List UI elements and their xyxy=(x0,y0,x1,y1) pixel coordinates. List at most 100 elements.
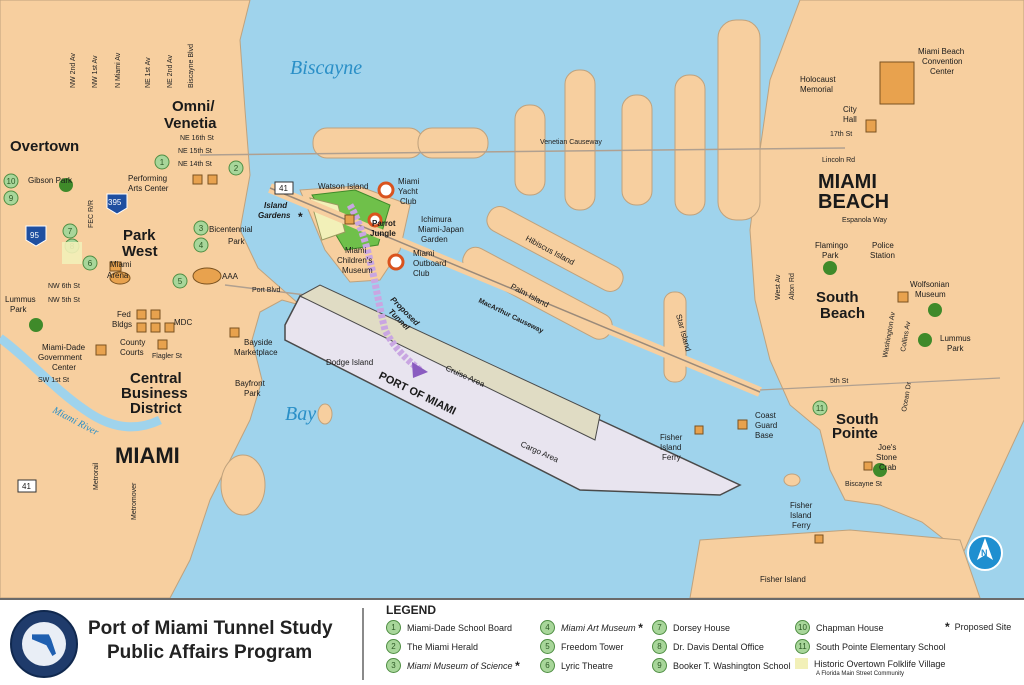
place-watson: Watson Island xyxy=(318,182,368,191)
svg-text:4: 4 xyxy=(199,241,204,250)
place-childrens-3: Museum xyxy=(342,266,373,275)
place-bicentennial-1: Bicentennial xyxy=(209,225,253,234)
place-flamingo-1: Flamingo xyxy=(815,241,848,250)
svg-text:11: 11 xyxy=(816,404,825,413)
place-city-hall-2: Hall xyxy=(843,115,857,124)
miami-arena-shape xyxy=(109,271,131,285)
place-lummus-w-2: Park xyxy=(10,305,27,314)
place-arena-2: Arena xyxy=(107,271,129,280)
street-ne2: NE 2nd Av xyxy=(167,55,174,88)
street-ne16: NE 16th St xyxy=(180,135,214,142)
place-performing-1: Performing xyxy=(128,174,167,183)
place-wolfsonian-2: Museum xyxy=(915,290,946,299)
street-venetian: Venetian Causeway xyxy=(540,139,602,146)
place-mdgc-3: Center xyxy=(52,363,76,372)
marker-7[interactable]: 7 xyxy=(62,223,78,239)
svg-text:1: 1 xyxy=(160,158,165,167)
place-outboard-2: Outboard xyxy=(413,259,446,268)
outboard-club-icon xyxy=(387,253,405,271)
street-metromover: Metromover xyxy=(131,482,138,520)
place-mdc: MDC xyxy=(174,318,192,327)
place-lummus-w-1: Lummus xyxy=(5,295,36,304)
place-parrot-2: Jungle xyxy=(370,229,396,238)
marker-11[interactable]: 11 xyxy=(812,400,828,416)
place-mdgc-1: Miami-Dade xyxy=(42,343,86,352)
street-alton: Alton Rd xyxy=(789,273,796,300)
place-dodge: Dodge Island xyxy=(326,358,373,367)
place-wolfsonian-1: Wolfsonian xyxy=(910,280,949,289)
svg-text:7: 7 xyxy=(68,227,73,236)
svg-text:6: 6 xyxy=(88,259,93,268)
street-5th: 5th St xyxy=(830,378,848,385)
marker-1[interactable]: 1 xyxy=(154,154,170,170)
street-biscayne-blvd: Biscayne Blvd xyxy=(188,44,195,88)
street-lincoln: Lincoln Rd xyxy=(822,157,855,164)
place-bayside-2: Marketplace xyxy=(234,348,278,357)
port-of-miami-map: Miami River xyxy=(0,0,1024,598)
place-yacht-2: Yacht xyxy=(398,187,419,196)
north-arrow-icon: N xyxy=(967,535,1003,571)
place-mbcc-3: Center xyxy=(930,67,954,76)
buildings xyxy=(95,61,915,544)
marker-5[interactable]: 5 xyxy=(172,273,188,289)
place-aaa: AAA xyxy=(222,272,239,281)
district-south-beach-1: South xyxy=(816,289,859,306)
street-nw1: NW 1st Av xyxy=(92,55,99,88)
marker-10[interactable]: 10 xyxy=(3,173,19,189)
route-shields: 41 41 395 95 xyxy=(17,181,294,493)
district-omni-1: Omni/ xyxy=(172,98,215,115)
place-flamingo-2: Park xyxy=(822,251,839,260)
place-joes-1: Joe's xyxy=(878,443,896,452)
marker-9[interactable]: 9 xyxy=(3,190,19,206)
biscayne-label: Biscayne xyxy=(290,57,362,79)
marker-6[interactable]: 6 xyxy=(82,255,98,271)
fdot-seal-icon xyxy=(10,610,78,678)
place-yacht-1: Miami xyxy=(398,177,420,186)
svg-text:N: N xyxy=(981,548,988,558)
route-i395: 395 xyxy=(108,198,122,207)
legend-item-overtown-sub: A Florida Main Street Community xyxy=(816,671,905,677)
marker-4[interactable]: 4 xyxy=(193,237,209,253)
aaa-shape xyxy=(192,267,222,285)
place-coast-2: Guard xyxy=(755,421,777,430)
venetian-island-6 xyxy=(674,74,706,216)
place-fisher-ferry-3: Ferry xyxy=(662,453,681,462)
proposed-tunnel xyxy=(346,203,423,373)
place-joes-3: Crab xyxy=(879,463,897,472)
miami-mainland xyxy=(0,0,301,598)
place-city-hall-1: City xyxy=(843,105,857,114)
venetian-island-7 xyxy=(717,19,761,221)
venetian-causeway xyxy=(199,147,846,156)
place-ichimura-1: Ichimura xyxy=(421,215,452,224)
street-west-av: West Av xyxy=(775,274,782,300)
parrot-jungle-icon xyxy=(367,212,383,228)
district-south-pointe-1: South xyxy=(836,411,879,428)
district-miami-beach-2: BEACH xyxy=(818,191,889,213)
marker-2[interactable]: 2 xyxy=(228,160,244,176)
place-island-gardens-1: Island xyxy=(264,201,288,210)
district-cbd-3: District xyxy=(130,400,182,417)
place-holocaust-1: Holocaust xyxy=(800,75,836,84)
place-outboard-3: Club xyxy=(413,269,430,278)
place-lummus-e-1: Lummus xyxy=(940,334,971,343)
svg-text:10: 10 xyxy=(7,177,16,186)
place-fisher-island: Fisher Island xyxy=(760,575,806,584)
district-south-pointe-2: Pointe xyxy=(832,425,878,442)
spoil-island-2 xyxy=(317,403,333,425)
yacht-club-icon xyxy=(377,181,395,199)
street-port-blvd: Port Blvd xyxy=(252,287,281,294)
place-joes-2: Stone xyxy=(876,453,897,462)
place-police-2: Station xyxy=(870,251,895,260)
place-gibson-park: Gibson Park xyxy=(28,176,73,185)
place-yacht-3: Club xyxy=(400,197,417,206)
place-arena-1: Miami xyxy=(110,260,132,269)
venetian-island-4 xyxy=(564,69,596,211)
district-omni-2: Venetia xyxy=(164,115,217,132)
district-park-west-1: Park xyxy=(123,227,156,244)
marker-3[interactable]: 3 xyxy=(193,220,209,236)
